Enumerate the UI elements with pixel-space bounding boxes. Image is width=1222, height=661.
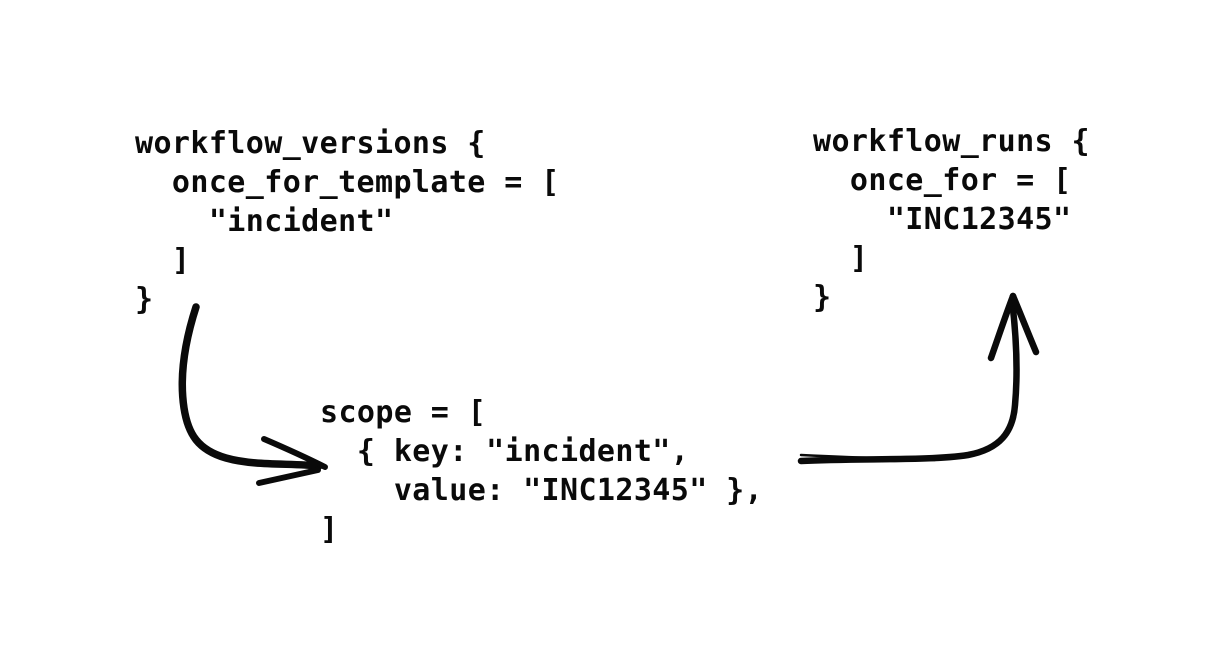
code-block-scope: scope = [ { key: "incident", value: "INC…: [320, 393, 763, 549]
code-line: once_for = [: [813, 163, 1072, 198]
code-line: workflow_runs {: [813, 124, 1090, 159]
code-line: }: [135, 282, 154, 317]
code-line: ]: [320, 512, 339, 547]
code-line: scope = [: [320, 395, 487, 430]
arrow-scope-to-runs-icon: [797, 292, 1040, 465]
code-line: workflow_versions {: [135, 126, 486, 161]
code-line: }: [813, 280, 832, 315]
code-line: { key: "incident",: [320, 434, 690, 469]
code-block-workflow-runs: workflow_runs { once_for = [ "INC12345" …: [813, 122, 1090, 317]
code-line: "incident": [135, 204, 394, 239]
code-line: ]: [813, 241, 869, 276]
code-line: value: "INC12345" },: [320, 473, 764, 508]
arrow-versions-to-scope-icon: [178, 303, 328, 486]
code-line: ]: [135, 243, 191, 278]
code-block-workflow-versions: workflow_versions { once_for_template = …: [135, 124, 560, 319]
code-line: "INC12345": [813, 202, 1072, 237]
code-line: once_for_template = [: [135, 165, 560, 200]
